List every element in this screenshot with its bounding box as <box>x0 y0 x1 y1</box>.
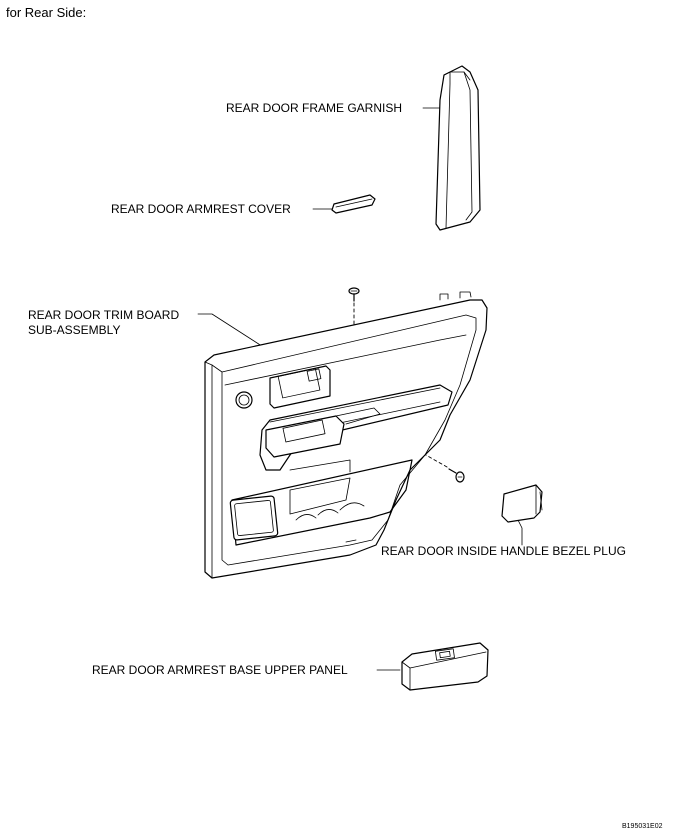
label-trim-board-line2: SUB-ASSEMBLY <box>28 323 121 337</box>
label-armrest-base-upper-panel: REAR DOOR ARMREST BASE UPPER PANEL <box>92 663 348 677</box>
frame-garnish-part <box>435 65 481 231</box>
armrest-cover-part <box>331 194 376 214</box>
leader-lines <box>197 107 523 671</box>
leader-handle-bezel-plug <box>517 519 523 546</box>
figure-heading: for Rear Side: <box>6 5 87 20</box>
label-handle-bezel-plug: REAR DOOR INSIDE HANDLE BEZEL PLUG <box>381 544 626 558</box>
label-trim-board-line1: REAR DOOR TRIM BOARD <box>28 308 180 322</box>
label-frame-garnish: REAR DOOR FRAME GARNISH <box>226 101 403 115</box>
leader-trim-board <box>197 313 269 351</box>
armrest-base-upper-panel-part <box>401 642 489 691</box>
trim-board-part <box>204 291 488 579</box>
handle-bezel-plug-part <box>501 484 543 523</box>
label-armrest-cover: REAR DOOR ARMREST COVER <box>111 202 291 216</box>
figure-code: B195031E02 <box>622 823 663 830</box>
